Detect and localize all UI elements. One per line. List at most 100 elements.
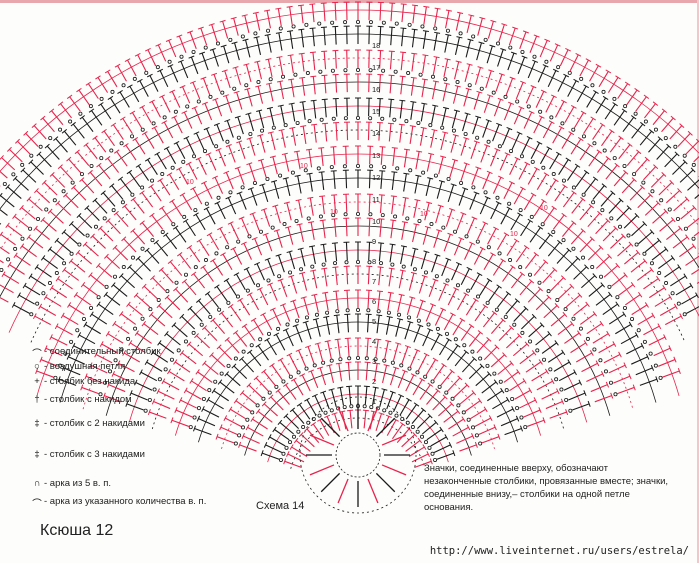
chain-dot	[318, 214, 323, 219]
stitch-cap	[67, 302, 72, 308]
stitch-cap	[28, 159, 34, 165]
stitch-cap	[562, 311, 568, 318]
stitch-cap	[77, 332, 82, 338]
stitch-cap	[236, 140, 243, 144]
stitch-cap	[298, 431, 304, 437]
chain-dot	[535, 348, 540, 353]
stitch-mark	[73, 186, 87, 201]
chain-dot	[682, 312, 687, 317]
stitch-mark	[594, 395, 612, 403]
chain-dot	[479, 86, 484, 91]
stitch-cap	[282, 177, 289, 180]
stitch-mark	[334, 2, 337, 21]
chain-dot	[233, 356, 238, 361]
stitch-mark	[399, 399, 410, 416]
stitch-mark	[308, 149, 313, 168]
stitch-mark	[94, 199, 108, 214]
stitch-mark	[299, 224, 304, 243]
stitch-cap	[479, 246, 486, 251]
stitch-cap	[347, 409, 354, 412]
stitch-mark	[579, 205, 592, 221]
stitch-cap	[324, 414, 331, 419]
chain-dot	[181, 159, 186, 164]
stitch-mark	[280, 359, 291, 376]
stitch-mark	[675, 285, 692, 296]
stitch-cap	[530, 192, 537, 197]
stitch-mark	[146, 361, 163, 372]
stitch-mark	[151, 101, 161, 118]
stitch-mark	[501, 128, 510, 146]
stitch-cap	[118, 273, 124, 279]
stitch-mark	[618, 144, 631, 160]
stitch-cap	[447, 232, 454, 236]
stitch-cap	[687, 130, 693, 136]
chain-dot	[214, 251, 219, 256]
chain-dot	[485, 363, 490, 368]
stitch-mark	[278, 32, 283, 51]
stitch-mark	[78, 89, 90, 106]
round-number: 12	[372, 173, 380, 182]
stitch-cap	[599, 122, 606, 127]
stitch-cap	[210, 317, 216, 323]
stitch-mark	[691, 268, 699, 275]
stitch-cap	[13, 252, 18, 259]
stitch-cap	[621, 233, 626, 239]
stitch-mark	[388, 123, 392, 142]
chain-dot	[261, 396, 266, 401]
stitch-mark	[376, 315, 380, 334]
stitch-mark	[288, 354, 299, 371]
stitch-mark	[685, 255, 699, 266]
stitch-mark	[366, 314, 370, 333]
chain-dot	[256, 283, 261, 288]
stitch-mark	[147, 159, 158, 176]
stitch-cap	[500, 258, 506, 263]
stitch-mark	[188, 343, 204, 357]
stitch-mark	[289, 30, 294, 49]
chain-dot	[519, 415, 524, 420]
stitch-mark	[120, 313, 136, 325]
stitch-cap	[430, 303, 437, 307]
chain-dot	[208, 94, 213, 99]
stitch-cap	[378, 242, 385, 244]
stitch-mark	[112, 124, 124, 140]
stitch-cap	[456, 261, 462, 266]
chain-dot	[667, 207, 672, 212]
stitch-cap	[523, 245, 530, 250]
stitch-mark	[447, 184, 455, 203]
stitch-cap	[598, 244, 604, 250]
chain-dot	[306, 216, 311, 221]
stitch-mark	[460, 138, 467, 156]
stitch-mark	[592, 124, 604, 140]
stitch-mark	[301, 53, 305, 72]
chain-dot	[99, 96, 104, 101]
stitch-cap	[548, 120, 555, 124]
stitch-cap	[542, 64, 549, 68]
stitch-cap	[531, 350, 537, 356]
stitch-mark	[244, 15, 250, 34]
stitch-cap	[599, 320, 604, 327]
stitch-mark	[517, 56, 526, 75]
chain-dot	[382, 358, 387, 363]
stitch-mark	[120, 178, 132, 194]
stitch-cap	[323, 315, 330, 318]
stitch-mark	[417, 415, 431, 429]
stitch-mark	[204, 103, 213, 121]
stitch-mark	[63, 367, 81, 376]
chain-dot	[676, 301, 681, 306]
stitch-mark	[483, 95, 491, 113]
stitch-mark	[311, 246, 316, 265]
chain-dot	[390, 262, 395, 267]
stitch-mark	[114, 247, 129, 261]
stitch-mark	[379, 2, 382, 21]
stitch-mark	[561, 132, 572, 149]
stitch-mark	[363, 410, 367, 429]
chain-dot	[416, 120, 421, 125]
stitch-cap	[520, 80, 527, 84]
stitch-cap	[510, 264, 516, 269]
stitch-cap	[261, 401, 267, 407]
stitch-mark	[43, 182, 58, 196]
stitch-cap	[319, 195, 326, 198]
center-stitch	[320, 472, 341, 493]
stitch-cap	[94, 351, 98, 358]
chain-dot	[622, 305, 627, 310]
